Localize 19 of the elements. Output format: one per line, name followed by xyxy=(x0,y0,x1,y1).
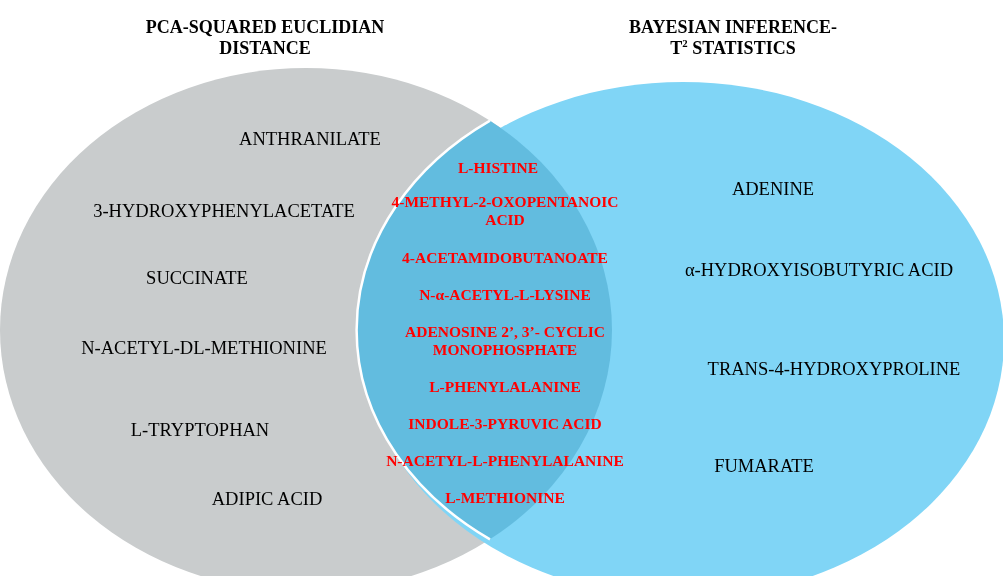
metabolite-name: L-PHENYLALANINE xyxy=(428,378,582,396)
metabolite-name: 3-HYDROXYPHENYLACETATE xyxy=(93,201,355,223)
metabolite-name: INDOLE-3-PYRUVIC ACID xyxy=(407,415,603,433)
set-heading: BAYESIAN INFERENCE- T$^{2}$ STATISTICS xyxy=(628,17,838,59)
metabolite-name: FUMARATE xyxy=(714,456,814,478)
metabolite-name: 4-ACETAMIDOBUTANOATE xyxy=(401,249,609,267)
metabolite-name: α-HYDROXYISOBUTYRIC ACID xyxy=(684,260,954,282)
set-heading: PCA-SQUARED EUCLIDIAN DISTANCE xyxy=(144,17,386,59)
metabolite-name: SUCCINATE xyxy=(146,268,248,290)
metabolite-name: ADIPIC ACID xyxy=(211,489,323,511)
metabolite-name: L-METHIONINE xyxy=(444,489,566,507)
metabolite-name: L-TRYPTOPHAN xyxy=(130,420,270,442)
metabolite-name: N-α-ACETYL-L-LYSINE xyxy=(418,286,592,304)
metabolite-name: ADENINE xyxy=(731,179,815,201)
metabolite-name: L-HISTINE xyxy=(456,159,540,177)
metabolite-name: N-ACETYL-DL-METHIONINE xyxy=(81,338,327,360)
metabolite-name: ADENOSINE 2’, 3’- CYCLIC MONOPHOSPHATE xyxy=(404,323,606,359)
metabolite-name: ANTHRANILATE xyxy=(239,129,381,151)
metabolite-name: TRANS-4-HYDROXYPROLINE xyxy=(707,359,961,381)
